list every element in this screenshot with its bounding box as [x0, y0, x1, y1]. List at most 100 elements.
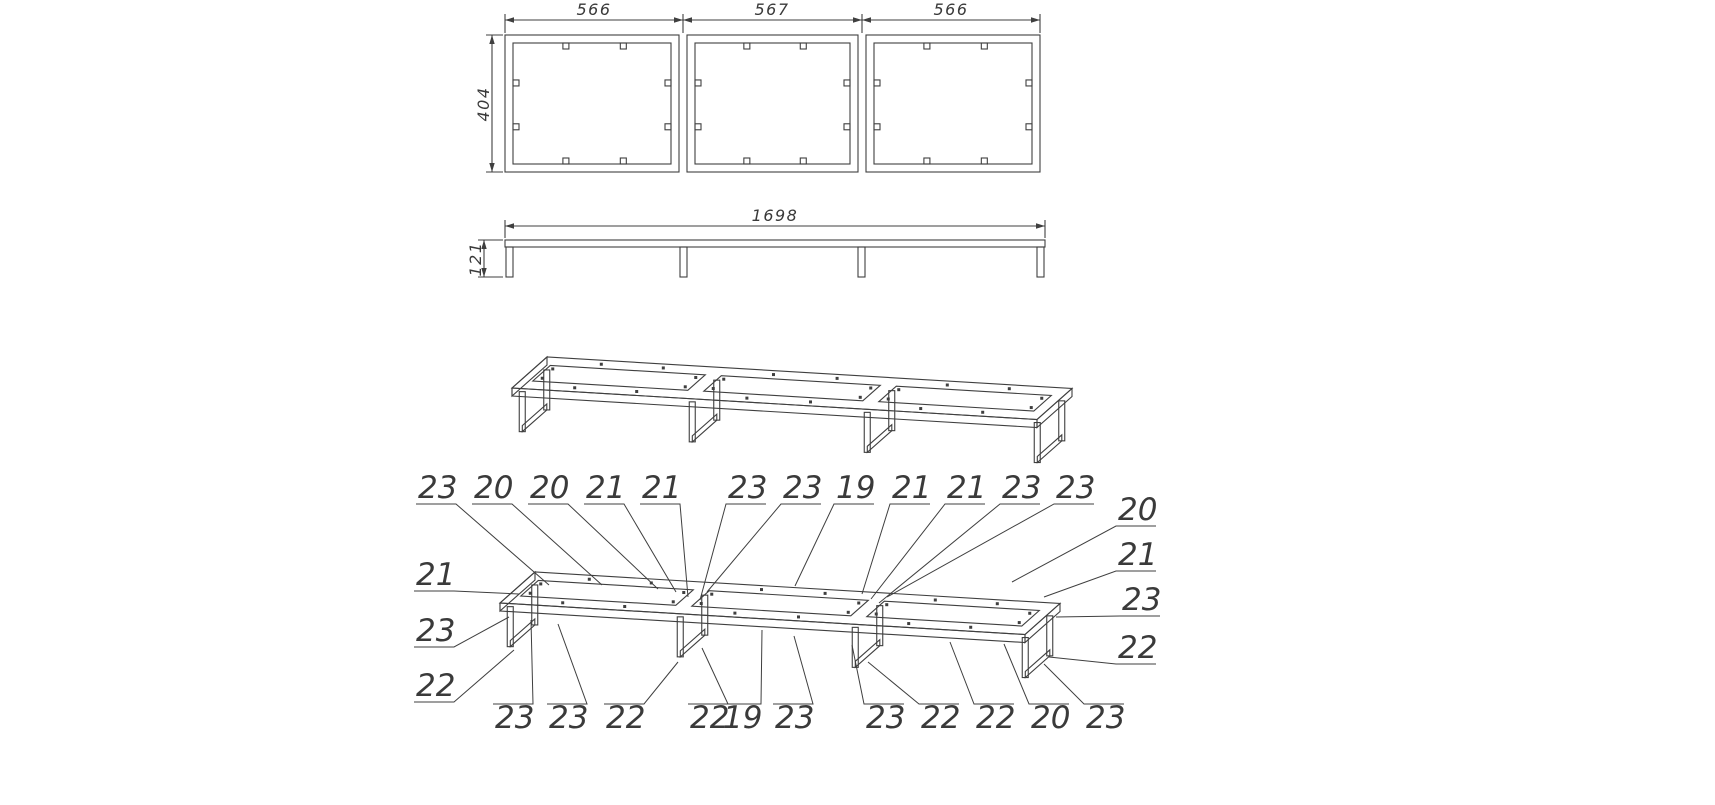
bolt-mark [539, 582, 543, 586]
bolt-mark [885, 603, 889, 607]
leader-line [699, 503, 766, 601]
bolt-mark [897, 388, 901, 392]
bolt-mark [846, 610, 850, 614]
dim-label-side-width: 1698 [752, 206, 799, 225]
iso-bay-opening [877, 385, 1053, 412]
hole-mark [1025, 79, 1033, 87]
leader-line [773, 635, 814, 705]
bolt-mark [907, 622, 911, 626]
leader-line [414, 616, 510, 648]
side-view-drawing [504, 239, 1046, 278]
bolt-mark [661, 366, 665, 370]
leader-line [1011, 525, 1156, 583]
leader-line [1003, 643, 1069, 705]
callout-label: 23 [418, 470, 457, 506]
bolt-mark [623, 605, 627, 609]
dim-arrow [489, 35, 495, 44]
hole-mark [743, 157, 751, 165]
bolt-mark [635, 390, 639, 394]
side-view-dimensions [478, 220, 1046, 278]
bolt-mark [551, 367, 555, 371]
leader-line [688, 647, 729, 705]
callout-label: 23 [1086, 700, 1125, 736]
callout-label: 23 [728, 470, 767, 506]
leader-line [949, 641, 1014, 705]
iso-left-end-face [511, 355, 548, 398]
callout-label: 21 [416, 557, 455, 593]
bolt-mark [1007, 387, 1011, 391]
bolt-mark [540, 376, 544, 380]
leg [1036, 246, 1045, 278]
leader-line [870, 503, 985, 600]
bolt-mark [745, 396, 749, 400]
isometric-view-callouts [498, 570, 1062, 679]
leader-line [414, 590, 520, 595]
iso-bay-opening [531, 364, 707, 391]
bolt-mark [772, 373, 775, 377]
dim-arrow [862, 17, 871, 23]
bolt-mark [823, 591, 827, 595]
leader-line [1043, 663, 1124, 705]
leader-line [878, 503, 1040, 604]
frame-outer-edge [865, 34, 1041, 173]
leader-line [861, 503, 930, 595]
leader-line [1055, 615, 1160, 618]
dim-arrow [481, 268, 487, 277]
hole-mark [923, 42, 931, 50]
callout-label: 20 [530, 470, 569, 506]
callout-label: 23 [495, 700, 534, 736]
dim-arrow [1031, 17, 1040, 23]
bolt-mark [981, 410, 985, 414]
iso-trestle-rail [521, 402, 548, 433]
leader-line [1043, 570, 1156, 598]
bolt-mark [587, 577, 591, 581]
frame-inner-edge [694, 42, 851, 165]
bolt-mark [969, 625, 973, 629]
iso-right-end-face [1036, 387, 1073, 429]
hole-mark [980, 42, 988, 50]
callout-label: 22 [921, 700, 960, 736]
leader-line [851, 644, 904, 705]
leg [679, 246, 688, 278]
iso-bay-opening [519, 579, 695, 606]
callout-label: 19 [723, 700, 762, 736]
leader-line [640, 503, 689, 598]
bolt-mark [710, 592, 714, 596]
callout-label: 21 [1118, 537, 1157, 573]
dim-arrow [683, 17, 692, 23]
hole-mark [694, 123, 702, 131]
leader-line [604, 661, 679, 705]
iso-trestle-rail [691, 412, 718, 444]
iso-bay-opening [690, 590, 870, 617]
hole-mark [512, 79, 520, 87]
bolt-mark [995, 602, 999, 606]
callout-label: 21 [642, 470, 681, 506]
iso-left-end-face [499, 570, 536, 613]
iso-trestle-rail [509, 617, 536, 648]
bolt-mark [869, 386, 873, 390]
isometric-view-clean [510, 355, 1074, 464]
dim-label-side-height: 121 [466, 241, 485, 276]
callout-label: 21 [947, 470, 986, 506]
dim-label-top-height: 404 [474, 86, 493, 121]
leader-line [794, 503, 874, 587]
callout-label: 20 [1118, 492, 1157, 528]
callout-label: 22 [416, 668, 455, 704]
callout-label: 21 [892, 470, 931, 506]
frame-outer-edge [686, 34, 859, 173]
iso-trestle-rail [1036, 433, 1063, 464]
bolt-mark [1029, 406, 1033, 410]
dim-arrow [505, 223, 514, 229]
hole-mark [843, 123, 851, 131]
callout-label: 23 [416, 613, 455, 649]
callout-label: 21 [586, 470, 625, 506]
bolt-mark [919, 407, 923, 411]
iso-top-face [510, 356, 1074, 421]
bolt-mark [694, 376, 698, 380]
frame-inner-edge [873, 42, 1033, 165]
hole-mark [1025, 123, 1033, 131]
leader-line [547, 623, 588, 705]
hole-mark [843, 79, 851, 87]
iso-front-face [499, 602, 1026, 644]
dim-label-top-right: 566 [933, 0, 968, 19]
